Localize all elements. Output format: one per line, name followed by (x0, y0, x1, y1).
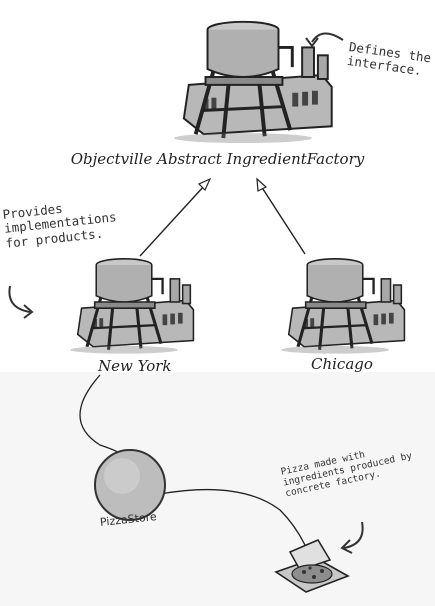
inheritance-arrow-ny (139, 177, 212, 257)
ny-factory-label: New York (98, 357, 172, 375)
pizza-box-icon (274, 539, 350, 593)
ny-factory-icon (68, 257, 196, 356)
pizza-store-icon (94, 449, 166, 521)
pizza-note-arrow (340, 521, 364, 554)
inheritance-arrow-chicago (256, 177, 306, 255)
store-to-pizza-connector (159, 488, 306, 546)
products-note-arrow (8, 285, 34, 319)
chicago-factory-label: Chicago (311, 355, 373, 373)
abstract-factory-label: Objectville Abstract IngredientFactory (70, 150, 365, 168)
chicago-factory-icon (279, 257, 407, 356)
interface-note-arrow (305, 32, 344, 48)
bottom-band (0, 372, 435, 606)
ny-to-store-connector (79, 374, 129, 463)
